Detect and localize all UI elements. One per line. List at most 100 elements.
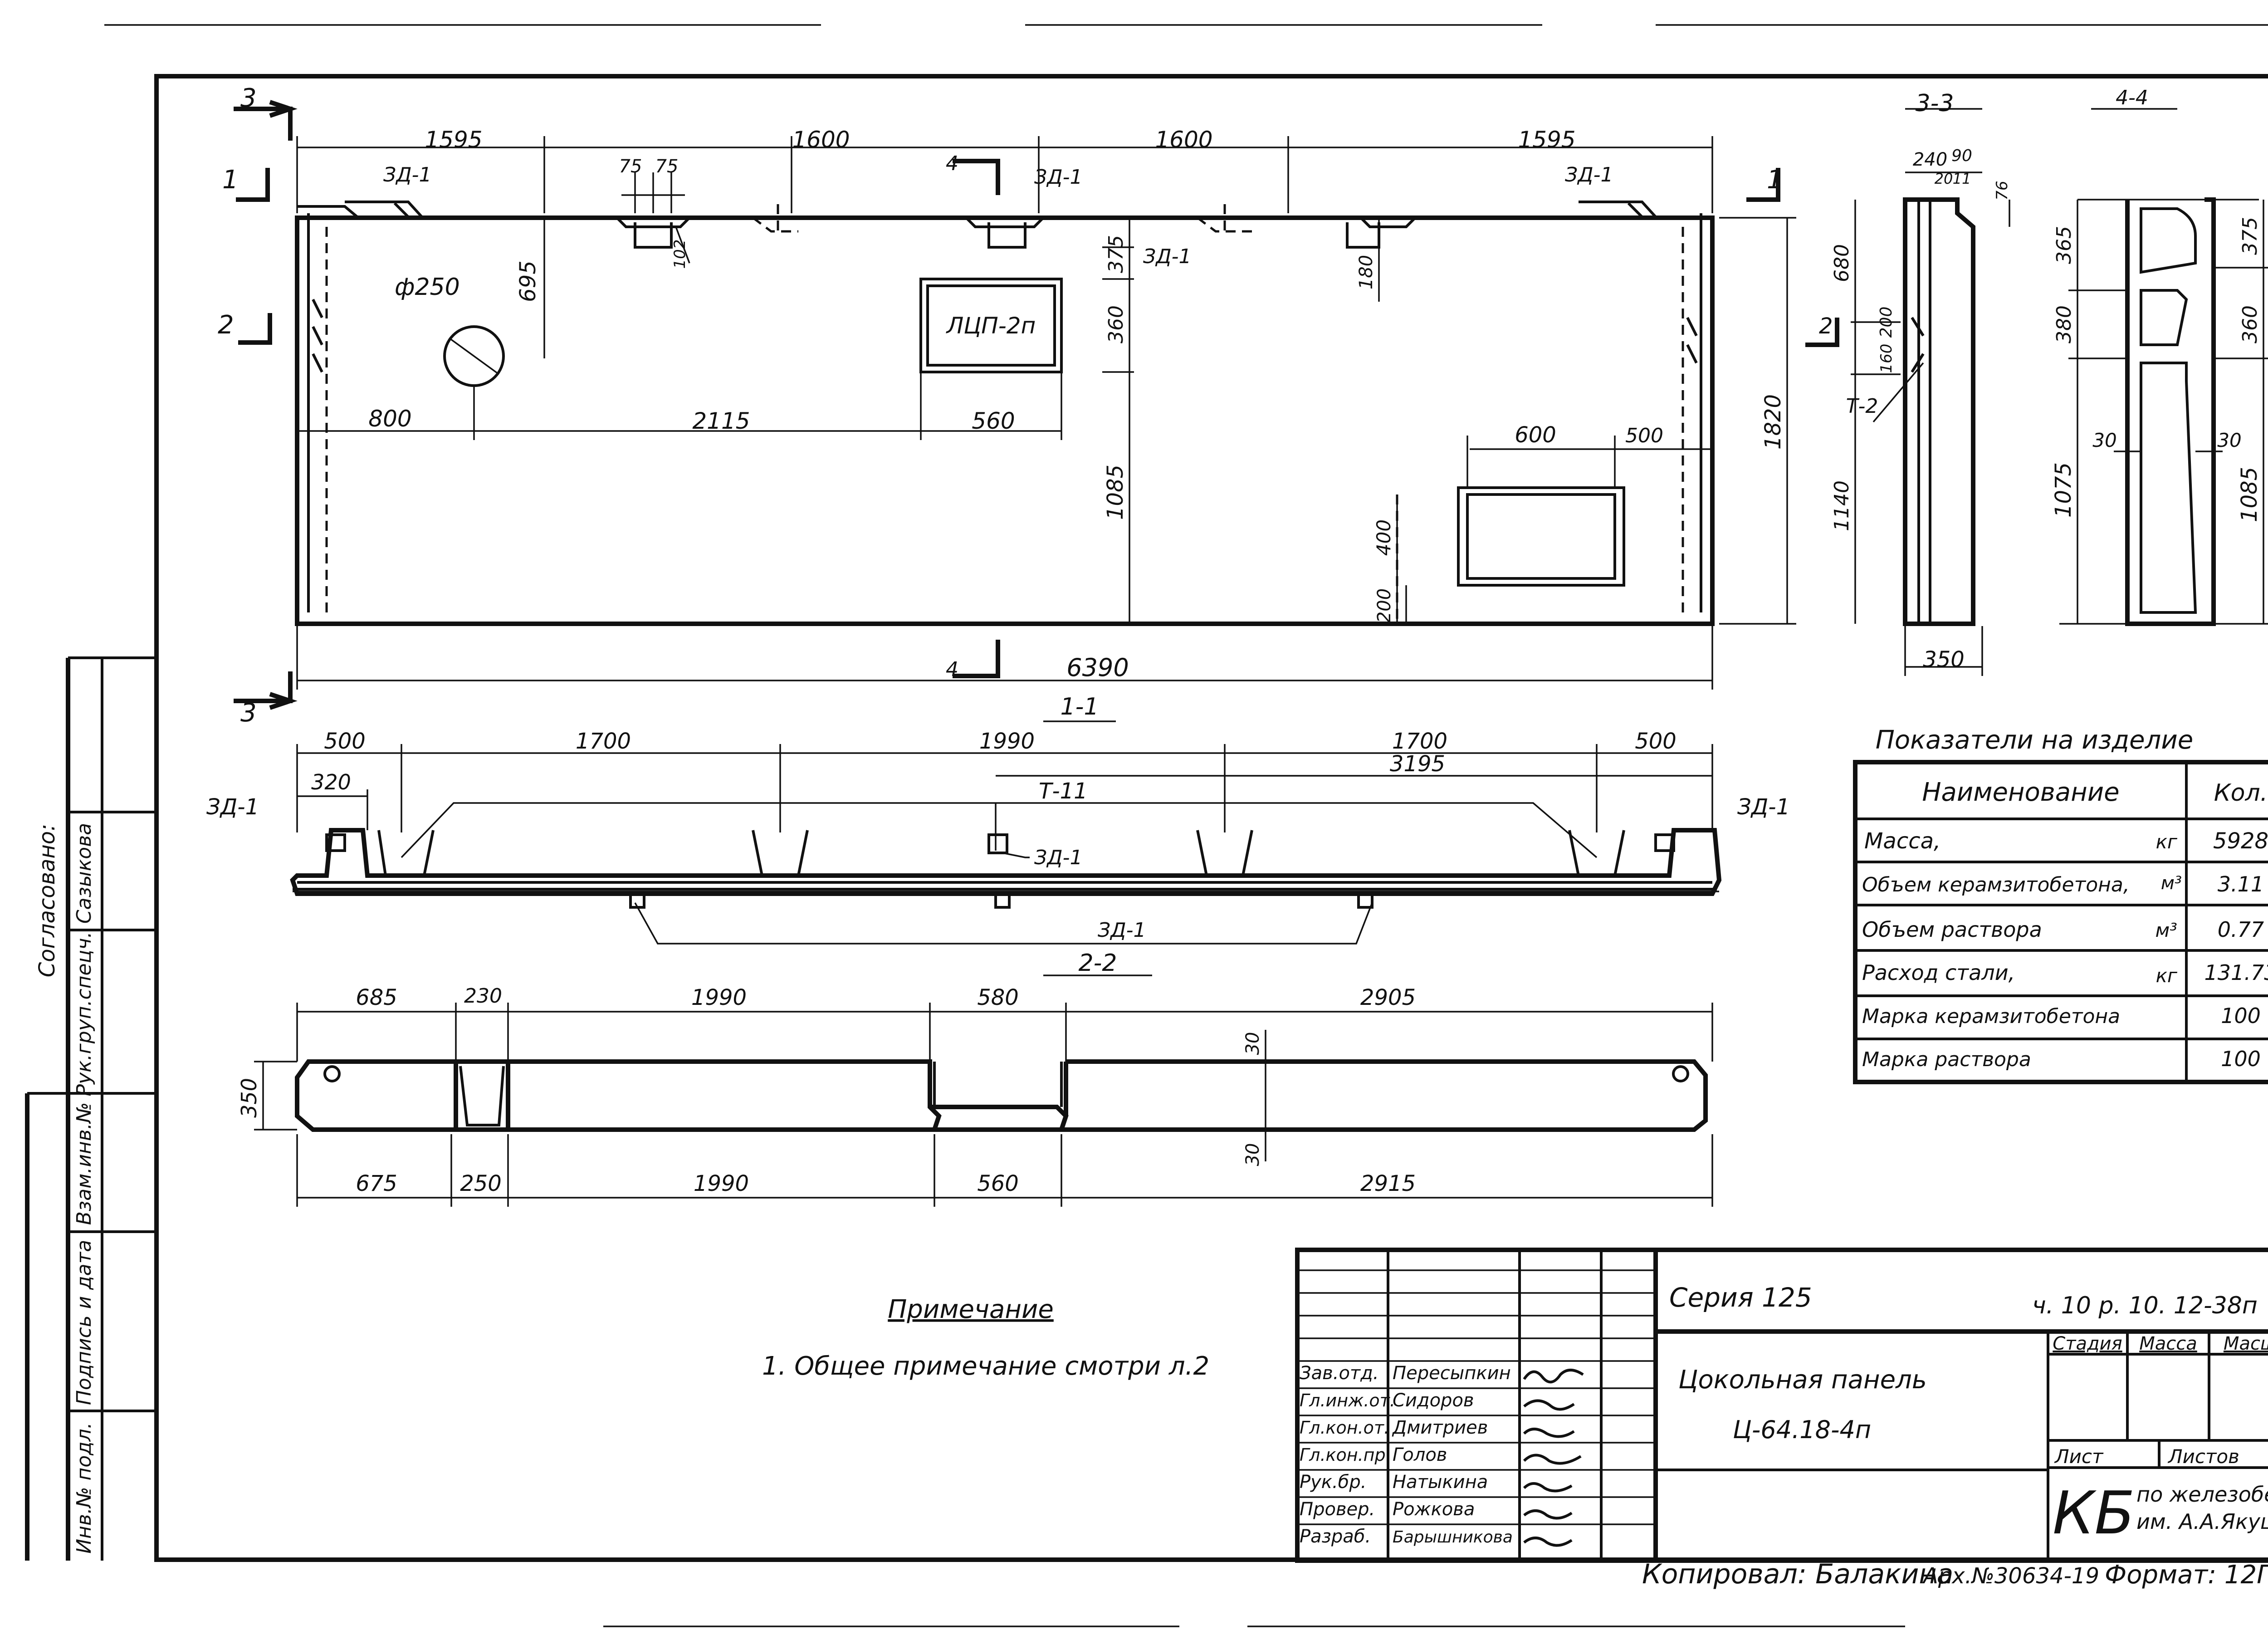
s33-dim-350: 350 bbox=[1923, 647, 1965, 672]
s22-bottom-675: 675 bbox=[356, 1171, 397, 1196]
ind-row-1-value: 5928 bbox=[2213, 828, 2268, 854]
s44-dim-30-right: 30 bbox=[2217, 429, 2241, 451]
ind-row-4-name: Расход стали, bbox=[1862, 960, 2015, 985]
plan-dim-560: 560 bbox=[972, 408, 1015, 434]
s11-label-zd1-mid: ЗД-1 bbox=[1034, 846, 1082, 869]
section-4-4 bbox=[2059, 108, 2268, 626]
section-3-3 bbox=[1851, 108, 2010, 676]
plan-view bbox=[295, 136, 1796, 690]
s11-label-zd1-bottom: ЗД-1 bbox=[1098, 919, 1146, 942]
tb-staff-role-7: Разраб. bbox=[1300, 1526, 1371, 1547]
embed-label-4: ЗД-1 bbox=[1565, 163, 1613, 186]
left-strip-role: Рук.груп.спецч. bbox=[73, 932, 96, 1097]
plan-dim-1: 1595 bbox=[425, 127, 482, 153]
footer-copied: Копировал: Балакина bbox=[1642, 1558, 1953, 1590]
s22-top-1990: 1990 bbox=[691, 985, 747, 1010]
section-1-1 bbox=[290, 720, 1722, 945]
embed-label-3: ЗД-1 bbox=[1143, 245, 1191, 268]
ind-row-3-value: 0.77 bbox=[2218, 917, 2264, 942]
s44-dim-1085: 1085 bbox=[2237, 467, 2262, 522]
s22-side-30-top: 30 bbox=[1242, 1032, 1263, 1055]
s33-dim-160: 160 bbox=[1877, 344, 1896, 373]
s33-dim-240: 240 bbox=[1913, 149, 1947, 170]
section-2-2 bbox=[254, 974, 1713, 1207]
s22-top-685: 685 bbox=[356, 985, 397, 1010]
tb-org-line2: им. А.А.Якушева bbox=[2136, 1509, 2268, 1534]
plan-small-dim-1: 75 bbox=[619, 156, 642, 177]
ind-row-2-name: Объем керамзитобетона, bbox=[1862, 873, 2130, 896]
section-marker-3-bottom: 3 bbox=[240, 698, 257, 728]
s11-dim-3195: 3195 bbox=[1390, 751, 1445, 777]
s11-dim-1700-right: 1700 bbox=[1392, 729, 1447, 754]
tb-staff-name-1: Пересыпкин bbox=[1393, 1363, 1511, 1384]
tb-sheets: Листов bbox=[2167, 1445, 2239, 1468]
plan-dim-180: 180 bbox=[1356, 255, 1377, 289]
ind-row-1-name: Масса, bbox=[1864, 828, 1941, 854]
left-strip-inv: Инв.№ подл. bbox=[73, 1422, 96, 1554]
s33-dim-1140: 1140 bbox=[1830, 480, 1853, 531]
tb-code: ч. 10 р. 10. 12-38п bbox=[2032, 1292, 2258, 1319]
s11-label-t11: Т-11 bbox=[1039, 778, 1088, 804]
plan-dim-200: 200 bbox=[1374, 588, 1395, 623]
embed-label-1: ЗД-1 bbox=[383, 163, 431, 186]
signature-scribbles bbox=[1523, 1369, 1584, 1547]
ind-row-5-name: Марка керамзитобетона bbox=[1862, 1005, 2120, 1028]
tb-staff-name-2: Сидоров bbox=[1393, 1390, 1474, 1411]
left-strip-name: Сазыкова bbox=[73, 823, 96, 924]
s22-top-2905: 2905 bbox=[1360, 985, 1416, 1010]
s22-bottom-2915: 2915 bbox=[1360, 1171, 1416, 1196]
tb-staff-role-1: Зав.отд. bbox=[1300, 1363, 1379, 1384]
tb-mark: Ц-64.18-4п bbox=[1733, 1415, 1871, 1444]
tb-staff-name-3: Дмитриев bbox=[1392, 1417, 1488, 1438]
tb-staff-name-4: Голов bbox=[1393, 1444, 1447, 1465]
opening-label: ЛЦП-2п bbox=[946, 313, 1036, 339]
plan-small-dim-2: 75 bbox=[655, 156, 679, 177]
section-marker-1-left: 1 bbox=[222, 165, 239, 195]
tb-name: Цокольная панель bbox=[1678, 1365, 1927, 1395]
plan-dim-800: 800 bbox=[368, 406, 411, 432]
tb-staff-role-5: Рук.бр. bbox=[1300, 1472, 1366, 1493]
s22-side-30-bottom: 30 bbox=[1242, 1143, 1263, 1166]
footer-format: Формат: 12Г bbox=[2105, 1560, 2268, 1590]
ind-row-4-value: 131.73 bbox=[2204, 960, 2268, 985]
hole-label: ф250 bbox=[395, 274, 460, 301]
section-marker-3-top: 3 bbox=[240, 83, 257, 113]
ind-row-2-value: 3.11 bbox=[2218, 872, 2264, 896]
tb-staff-name-6: Рожкова bbox=[1393, 1499, 1475, 1520]
left-strip-sign: Подпись и дата bbox=[73, 1240, 96, 1405]
s33-marker-2: 2 bbox=[1819, 313, 1833, 339]
tb-staff-role-2: Гл.инж.от. bbox=[1300, 1390, 1395, 1410]
s11-dim-1700-left: 1700 bbox=[576, 729, 631, 754]
section-marker-4-top: 4 bbox=[946, 152, 958, 175]
s44-dim-375: 375 bbox=[2239, 217, 2262, 255]
tb-stage: Стадия bbox=[2053, 1333, 2122, 1354]
ind-row-1-unit: кг bbox=[2156, 831, 2178, 853]
tb-series: Серия 125 bbox=[1669, 1282, 1812, 1313]
s33-dim-76: 76 bbox=[1993, 181, 2011, 200]
section-marker-2: 2 bbox=[218, 310, 234, 340]
tb-sheet: Лист bbox=[2054, 1445, 2104, 1468]
s11-dim-320: 320 bbox=[311, 770, 351, 794]
plan-dim-2115: 2115 bbox=[692, 408, 750, 434]
tb-org-logo: КБ bbox=[2053, 1479, 2135, 1547]
plan-dim-3: 1600 bbox=[1155, 127, 1212, 153]
s33-dim-90: 90 bbox=[1951, 147, 1972, 165]
left-strip bbox=[25, 656, 156, 1561]
plan-dim-695: 695 bbox=[515, 260, 541, 302]
indicators-table bbox=[1853, 760, 2268, 1084]
section-2-2-title: 2-2 bbox=[1079, 950, 1117, 977]
section-marker-4-bottom: 4 bbox=[946, 658, 958, 681]
embed-label-2: ЗД-1 bbox=[1034, 166, 1082, 189]
footer-archive: Арх.№30634-19 bbox=[1922, 1563, 2099, 1589]
ind-row-6-name: Марка раствора bbox=[1862, 1048, 2031, 1071]
plan-dim-2: 1600 bbox=[792, 127, 850, 153]
plan-dim-600: 600 bbox=[1515, 422, 1556, 448]
plan-dim-1085: 1085 bbox=[1103, 465, 1128, 520]
ind-row-3-name: Объем раствора bbox=[1862, 917, 2042, 942]
section-markers bbox=[234, 100, 1839, 710]
ind-row-4-unit: кг bbox=[2156, 964, 2178, 987]
left-strip-replace: Взам.инв.№ bbox=[73, 1102, 96, 1225]
section-3-3-title: 3-3 bbox=[1916, 90, 1954, 117]
tb-staff-role-6: Провер. bbox=[1300, 1499, 1375, 1520]
